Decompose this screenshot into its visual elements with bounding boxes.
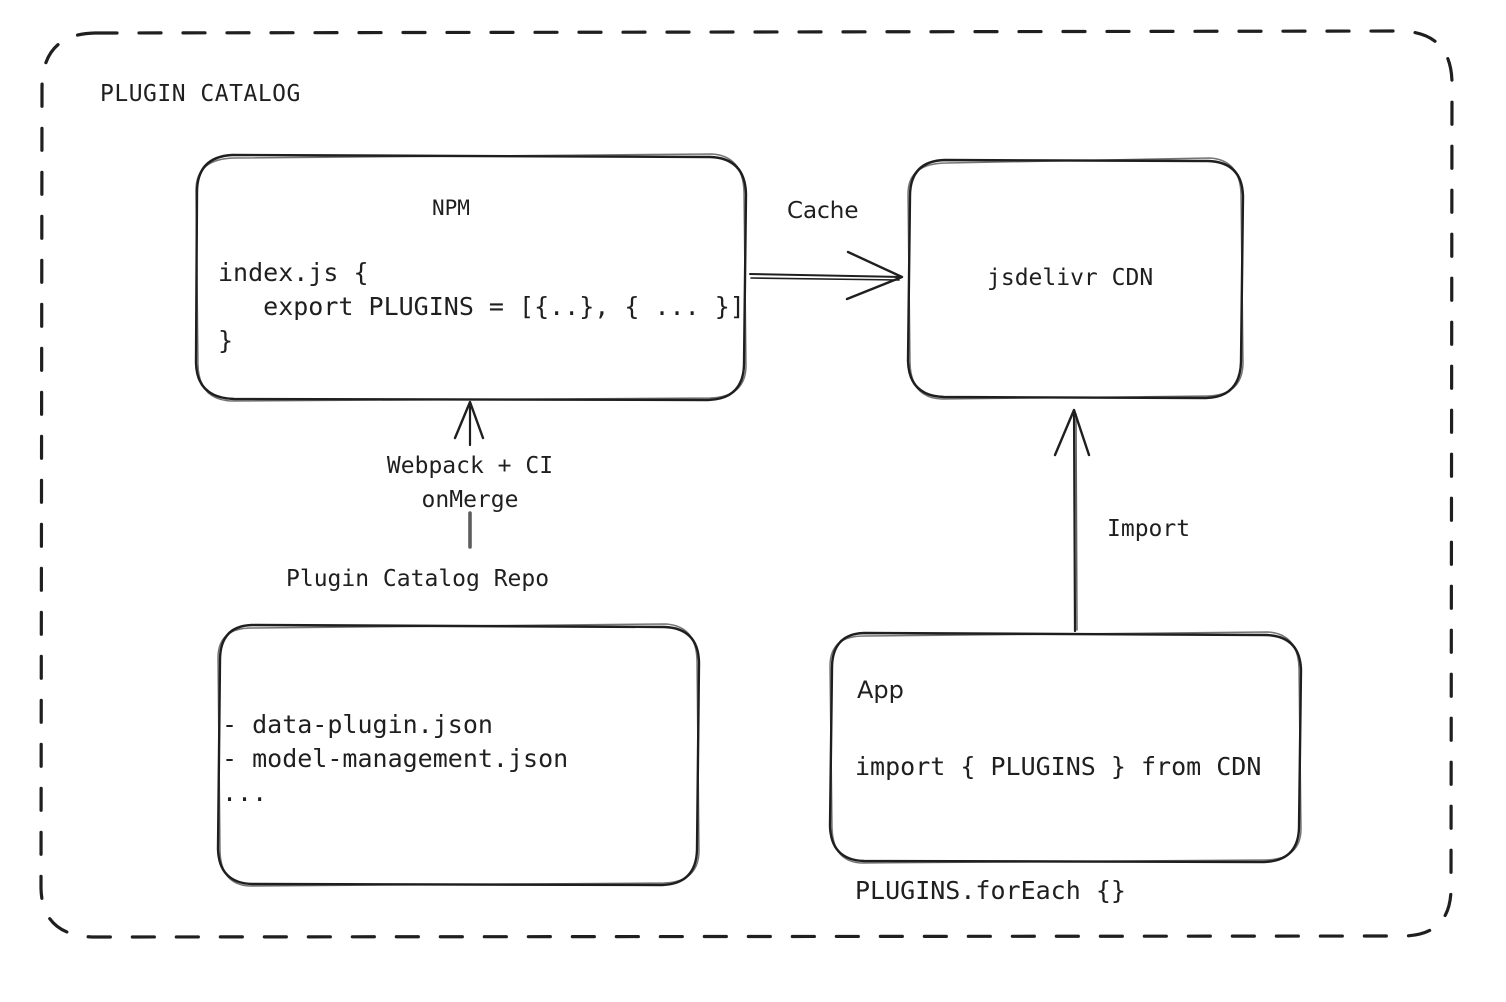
- page-title: PLUGIN CATALOG: [100, 81, 301, 107]
- import-arrow-head: [1053, 408, 1091, 457]
- cache-arrow-shaft-sketch: [750, 277, 900, 281]
- repo-node-caption: Plugin Catalog Repo: [286, 566, 550, 592]
- npm-node-code: index.js { export PLUGINS = [{..}, { ...…: [218, 258, 745, 355]
- import-edge-label: Import: [1107, 516, 1191, 542]
- cache-arrow-head: [845, 250, 904, 301]
- cache-edge-label: Cache: [787, 198, 859, 224]
- cdn-node-title: jsdelivr CDN: [987, 265, 1154, 291]
- repo-node-file-list: - data-plugin.json - model-management.js…: [222, 710, 569, 807]
- build-arrow-head: [453, 400, 485, 440]
- import-arrow-shaft-sketch: [1075, 413, 1078, 631]
- build-edge-label: Webpack + CI onMerge: [386, 453, 554, 513]
- cache-arrow-shaft: [749, 273, 901, 278]
- import-arrow-shaft: [1072, 410, 1077, 633]
- npm-node-title: NPM: [432, 196, 470, 220]
- app-node-title: App: [857, 676, 904, 704]
- app-node-code: import { PLUGINS } from CDN PLUGINS.forE…: [855, 752, 1262, 905]
